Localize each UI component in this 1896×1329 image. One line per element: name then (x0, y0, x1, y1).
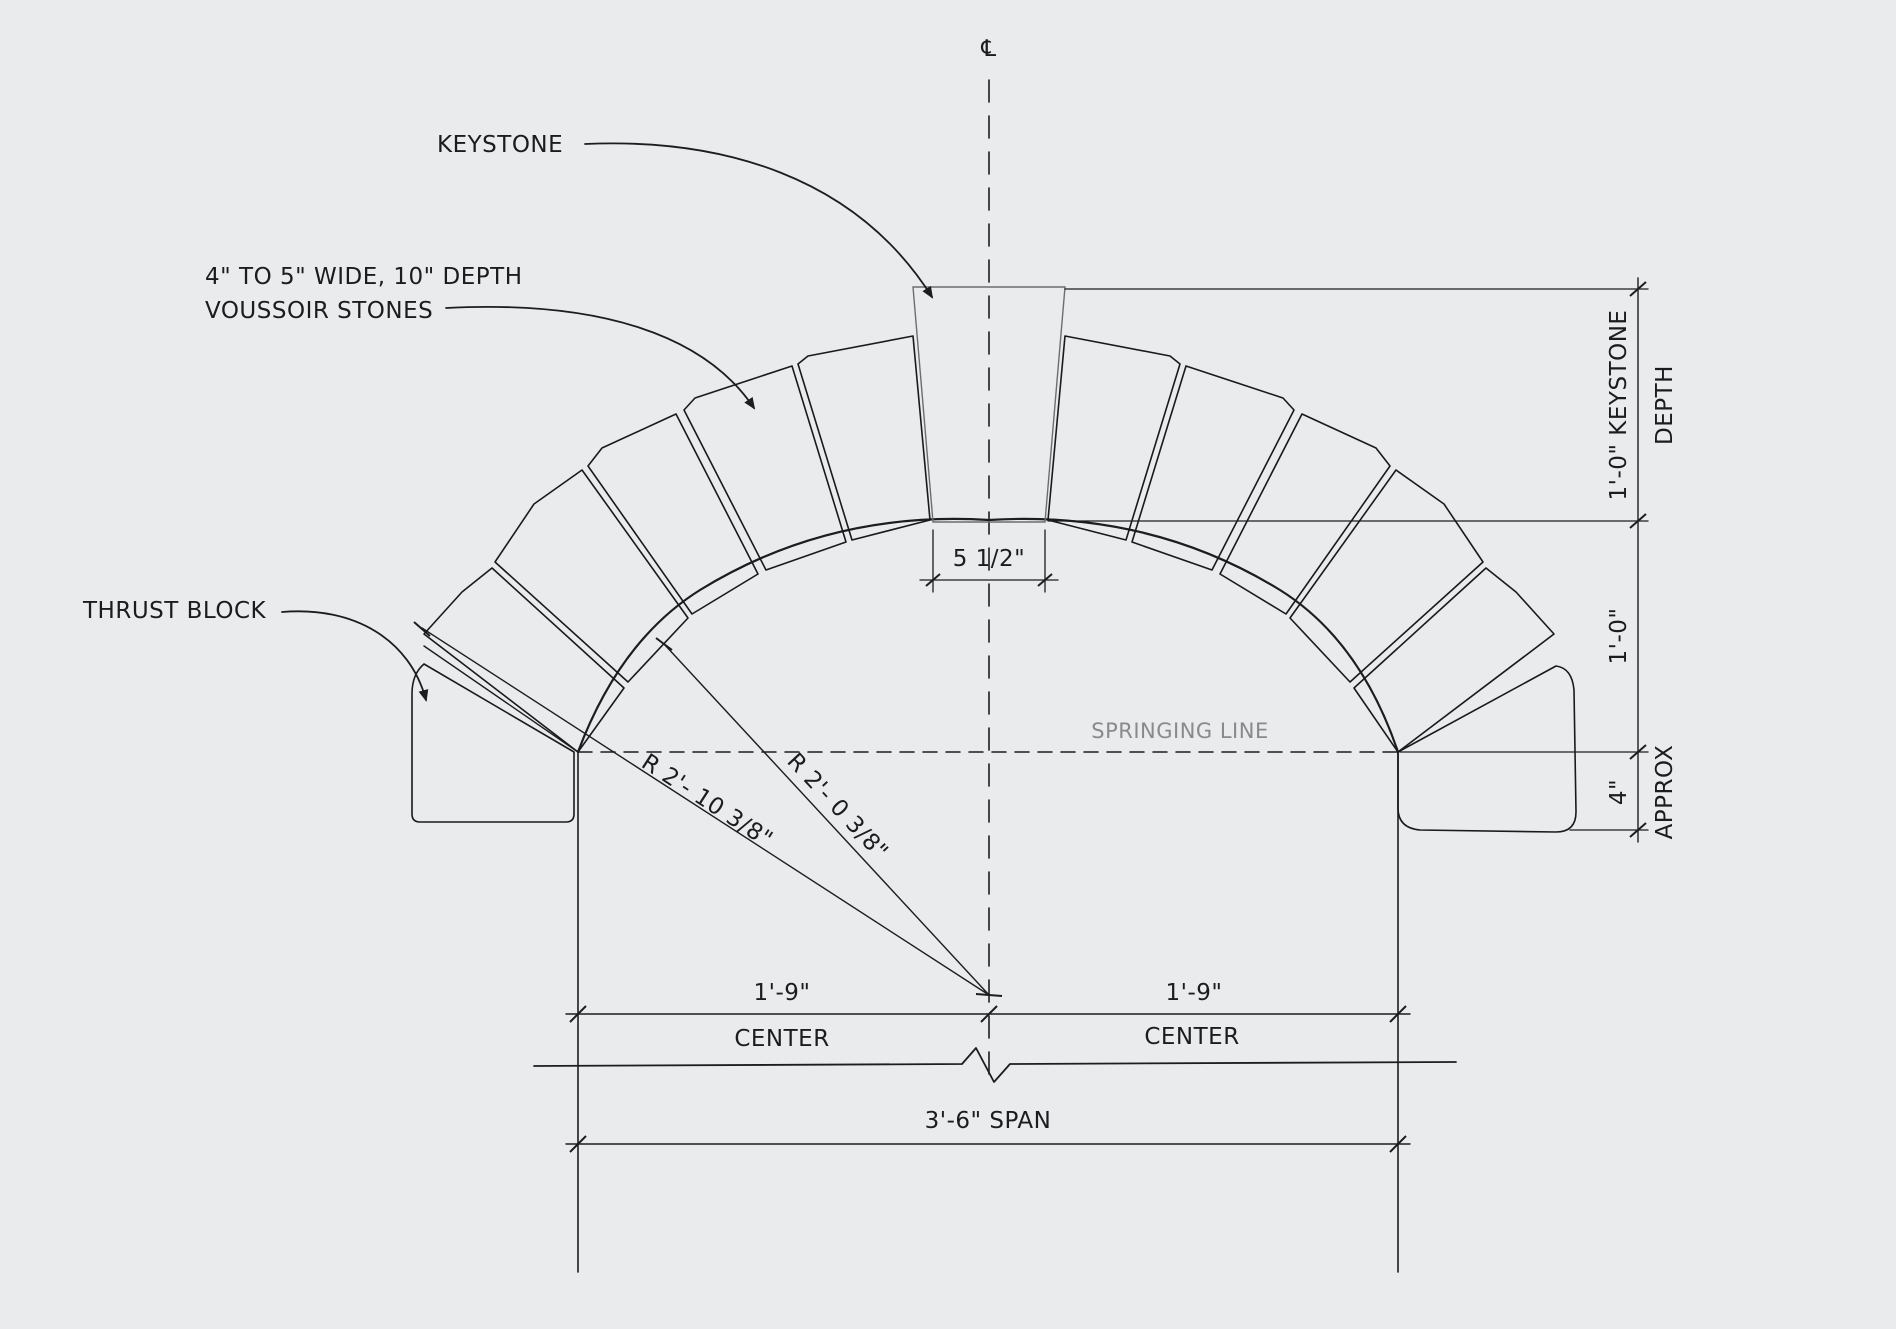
keystone-depth-label-1: 1'-0" KEYSTONE (1606, 310, 1632, 501)
radius-outer-label: R 2'- 10 3/8" (637, 749, 777, 853)
thrust-block-leader-arrow (281, 610, 429, 702)
radius-inner-label: R 2'- 0 3/8" (782, 748, 893, 865)
span-tick-left (569, 1135, 587, 1153)
vertical-tick-4 (1629, 822, 1647, 838)
approx-label: APPROX (1652, 745, 1678, 840)
radius-line-secondary (423, 645, 579, 753)
half-span-right-label: 1'-9" (1166, 980, 1223, 1006)
voussoir-stone (1131, 365, 1295, 571)
voussoir-leader-arrow (445, 305, 756, 410)
voussoir-stone (494, 469, 689, 683)
keystone-shape (912, 286, 1066, 523)
keystone-width-tick-left (925, 573, 941, 587)
center-left-label: CENTER (734, 1026, 829, 1052)
voussoir-label-line1: 4" TO 5" WIDE, 10" DEPTH (205, 264, 523, 290)
span-tick-right (1389, 1135, 1407, 1153)
left-voussoirs (423, 335, 931, 753)
radius-tick-inner (655, 637, 673, 651)
radius-tick-outer (413, 621, 431, 637)
right-thrust-block (1397, 665, 1577, 833)
radius-line-outer (421, 627, 990, 996)
thrust-block-label: THRUST BLOCK (82, 598, 267, 624)
left-thrust-block (411, 663, 575, 823)
keystone-width-tick-right (1037, 573, 1053, 587)
half-span-tick-center (980, 1005, 998, 1023)
span-label: 3'-6" SPAN (925, 1108, 1052, 1134)
rise-label: 1'-0" (1606, 608, 1632, 665)
voussoir-stone (423, 567, 625, 753)
half-span-tick-right (1389, 1005, 1407, 1023)
voussoir-stone (797, 335, 931, 541)
voussoir-stone (683, 365, 847, 571)
right-voussoirs (1047, 335, 1555, 753)
approx-value-label: 4" (1606, 779, 1632, 805)
keystone-depth-label-2: DEPTH (1652, 365, 1678, 445)
vertical-tick-2 (1629, 513, 1647, 529)
voussoir-stone (1289, 469, 1484, 683)
centerline-symbol: ℄ (980, 36, 996, 62)
voussoir-stone (1353, 567, 1555, 753)
vertical-tick-3 (1629, 744, 1647, 760)
break-line (533, 1047, 1457, 1083)
keystone-label: KEYSTONE (437, 132, 563, 158)
center-right-label: CENTER (1144, 1024, 1239, 1050)
vertical-tick-1 (1629, 281, 1647, 297)
intrados-curve (576, 517, 1400, 754)
voussoir-stone (587, 413, 759, 615)
half-span-tick-left (569, 1005, 587, 1023)
radius-line-inner (663, 643, 990, 996)
voussoir-stone (1219, 413, 1391, 615)
springing-line-label: SPRINGING LINE (1091, 719, 1268, 743)
voussoir-label-line2: VOUSSOIR STONES (205, 298, 433, 324)
keystone-width-label: 5 1/2" (953, 546, 1026, 572)
keystone-leader-arrow (584, 142, 934, 299)
center-point-tick (975, 993, 1003, 997)
voussoir-stone (1047, 335, 1181, 541)
half-span-left-label: 1'-9" (754, 980, 811, 1006)
